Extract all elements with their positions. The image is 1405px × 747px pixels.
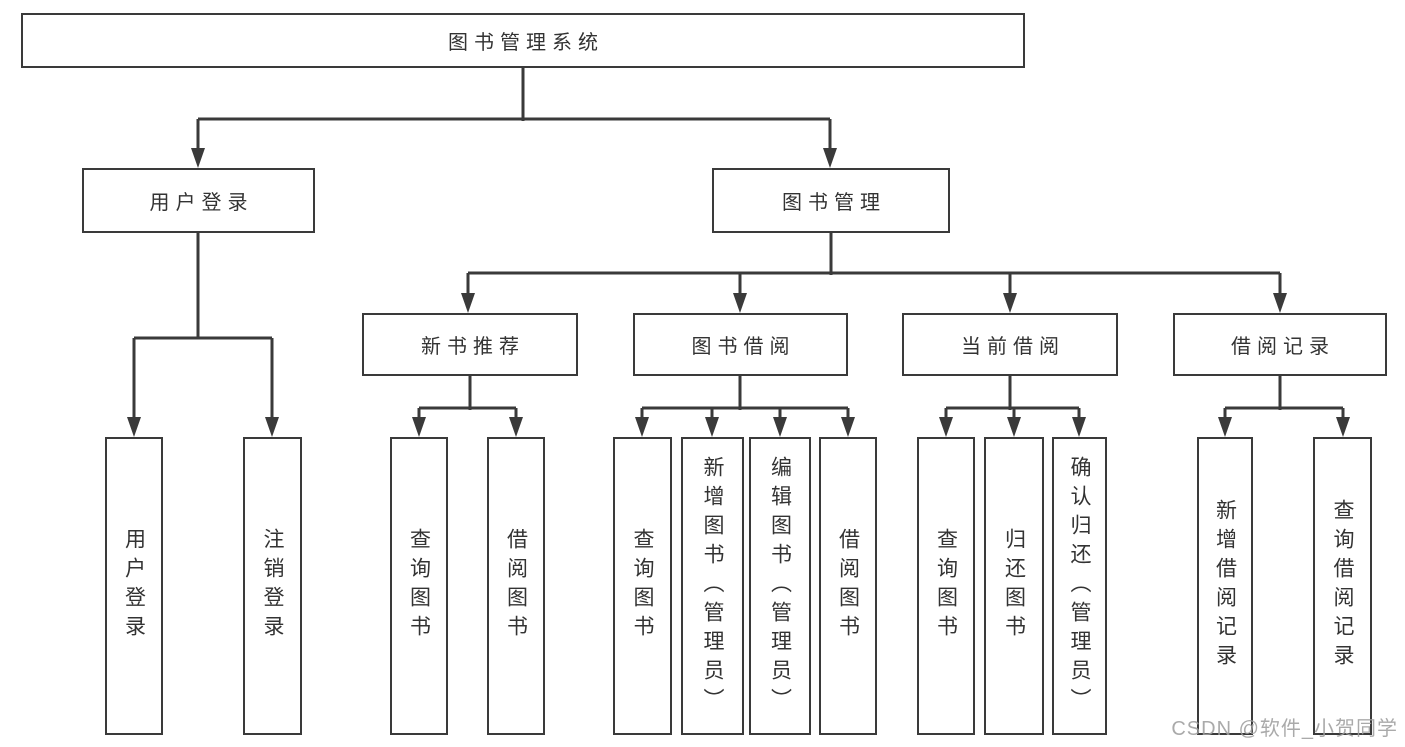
leaf-confirm-return-admin: 确认归还（管理员） <box>1052 437 1107 735</box>
leaf-label: 借阅图书 <box>504 528 528 644</box>
leaf-label: 归还图书 <box>1002 528 1026 644</box>
node-book-management: 图书管理 <box>712 168 950 233</box>
node-book-borrowing: 图书借阅 <box>633 313 848 376</box>
leaf-label: 查询借阅记录 <box>1331 499 1354 673</box>
node-borrowing-records: 借阅记录 <box>1173 313 1387 376</box>
leaf-label: 注销登录 <box>261 528 284 644</box>
leaf-borrow-books-recommend: 借阅图书 <box>487 437 545 735</box>
leaf-label: 用户登录 <box>122 528 146 644</box>
leaf-add-borrow-record: 新增借阅记录 <box>1197 437 1253 735</box>
node-user-login: 用户登录 <box>82 168 315 233</box>
node-current-borrowing: 当前借阅 <box>902 313 1118 376</box>
node-library-management-system: 图书管理系统 <box>21 13 1025 68</box>
leaf-query-books-recommend: 查询图书 <box>390 437 448 735</box>
node-new-book-recommendation: 新书推荐 <box>362 313 578 376</box>
node-label: 图书借阅 <box>691 336 796 358</box>
leaf-label: 新增图书（管理员） <box>701 455 724 717</box>
leaf-borrow-books: 借阅图书 <box>819 437 877 735</box>
node-label: 图书管理系统 <box>448 32 604 54</box>
leaf-logout-login: 注销登录 <box>243 437 302 735</box>
leaf-return-books: 归还图书 <box>984 437 1044 735</box>
leaf-user-login: 用户登录 <box>105 437 163 735</box>
leaf-label: 确认归还（管理员） <box>1068 455 1091 717</box>
leaf-label: 查询图书 <box>631 528 654 644</box>
node-label: 借阅记录 <box>1231 336 1335 358</box>
leaf-label: 新增借阅记录 <box>1213 499 1237 673</box>
leaf-query-books-borrow: 查询图书 <box>613 437 672 735</box>
leaf-edit-books-admin: 编辑图书（管理员） <box>749 437 811 735</box>
leaf-add-books-admin: 新增图书（管理员） <box>681 437 744 735</box>
leaf-label: 编辑图书（管理员） <box>768 455 792 717</box>
leaf-label: 查询图书 <box>934 528 958 644</box>
leaf-label: 查询图书 <box>407 528 431 644</box>
node-label: 新书推荐 <box>421 336 525 358</box>
leaf-query-books-current: 查询图书 <box>917 437 975 735</box>
node-label: 当前借阅 <box>961 336 1065 358</box>
csdn-watermark: CSDN @软件_小贺同学 <box>1171 718 1398 740</box>
leaf-label: 借阅图书 <box>836 528 860 644</box>
node-label: 用户登录 <box>149 192 254 214</box>
node-label: 图书管理 <box>782 192 886 214</box>
leaf-query-borrow-record: 查询借阅记录 <box>1313 437 1372 735</box>
